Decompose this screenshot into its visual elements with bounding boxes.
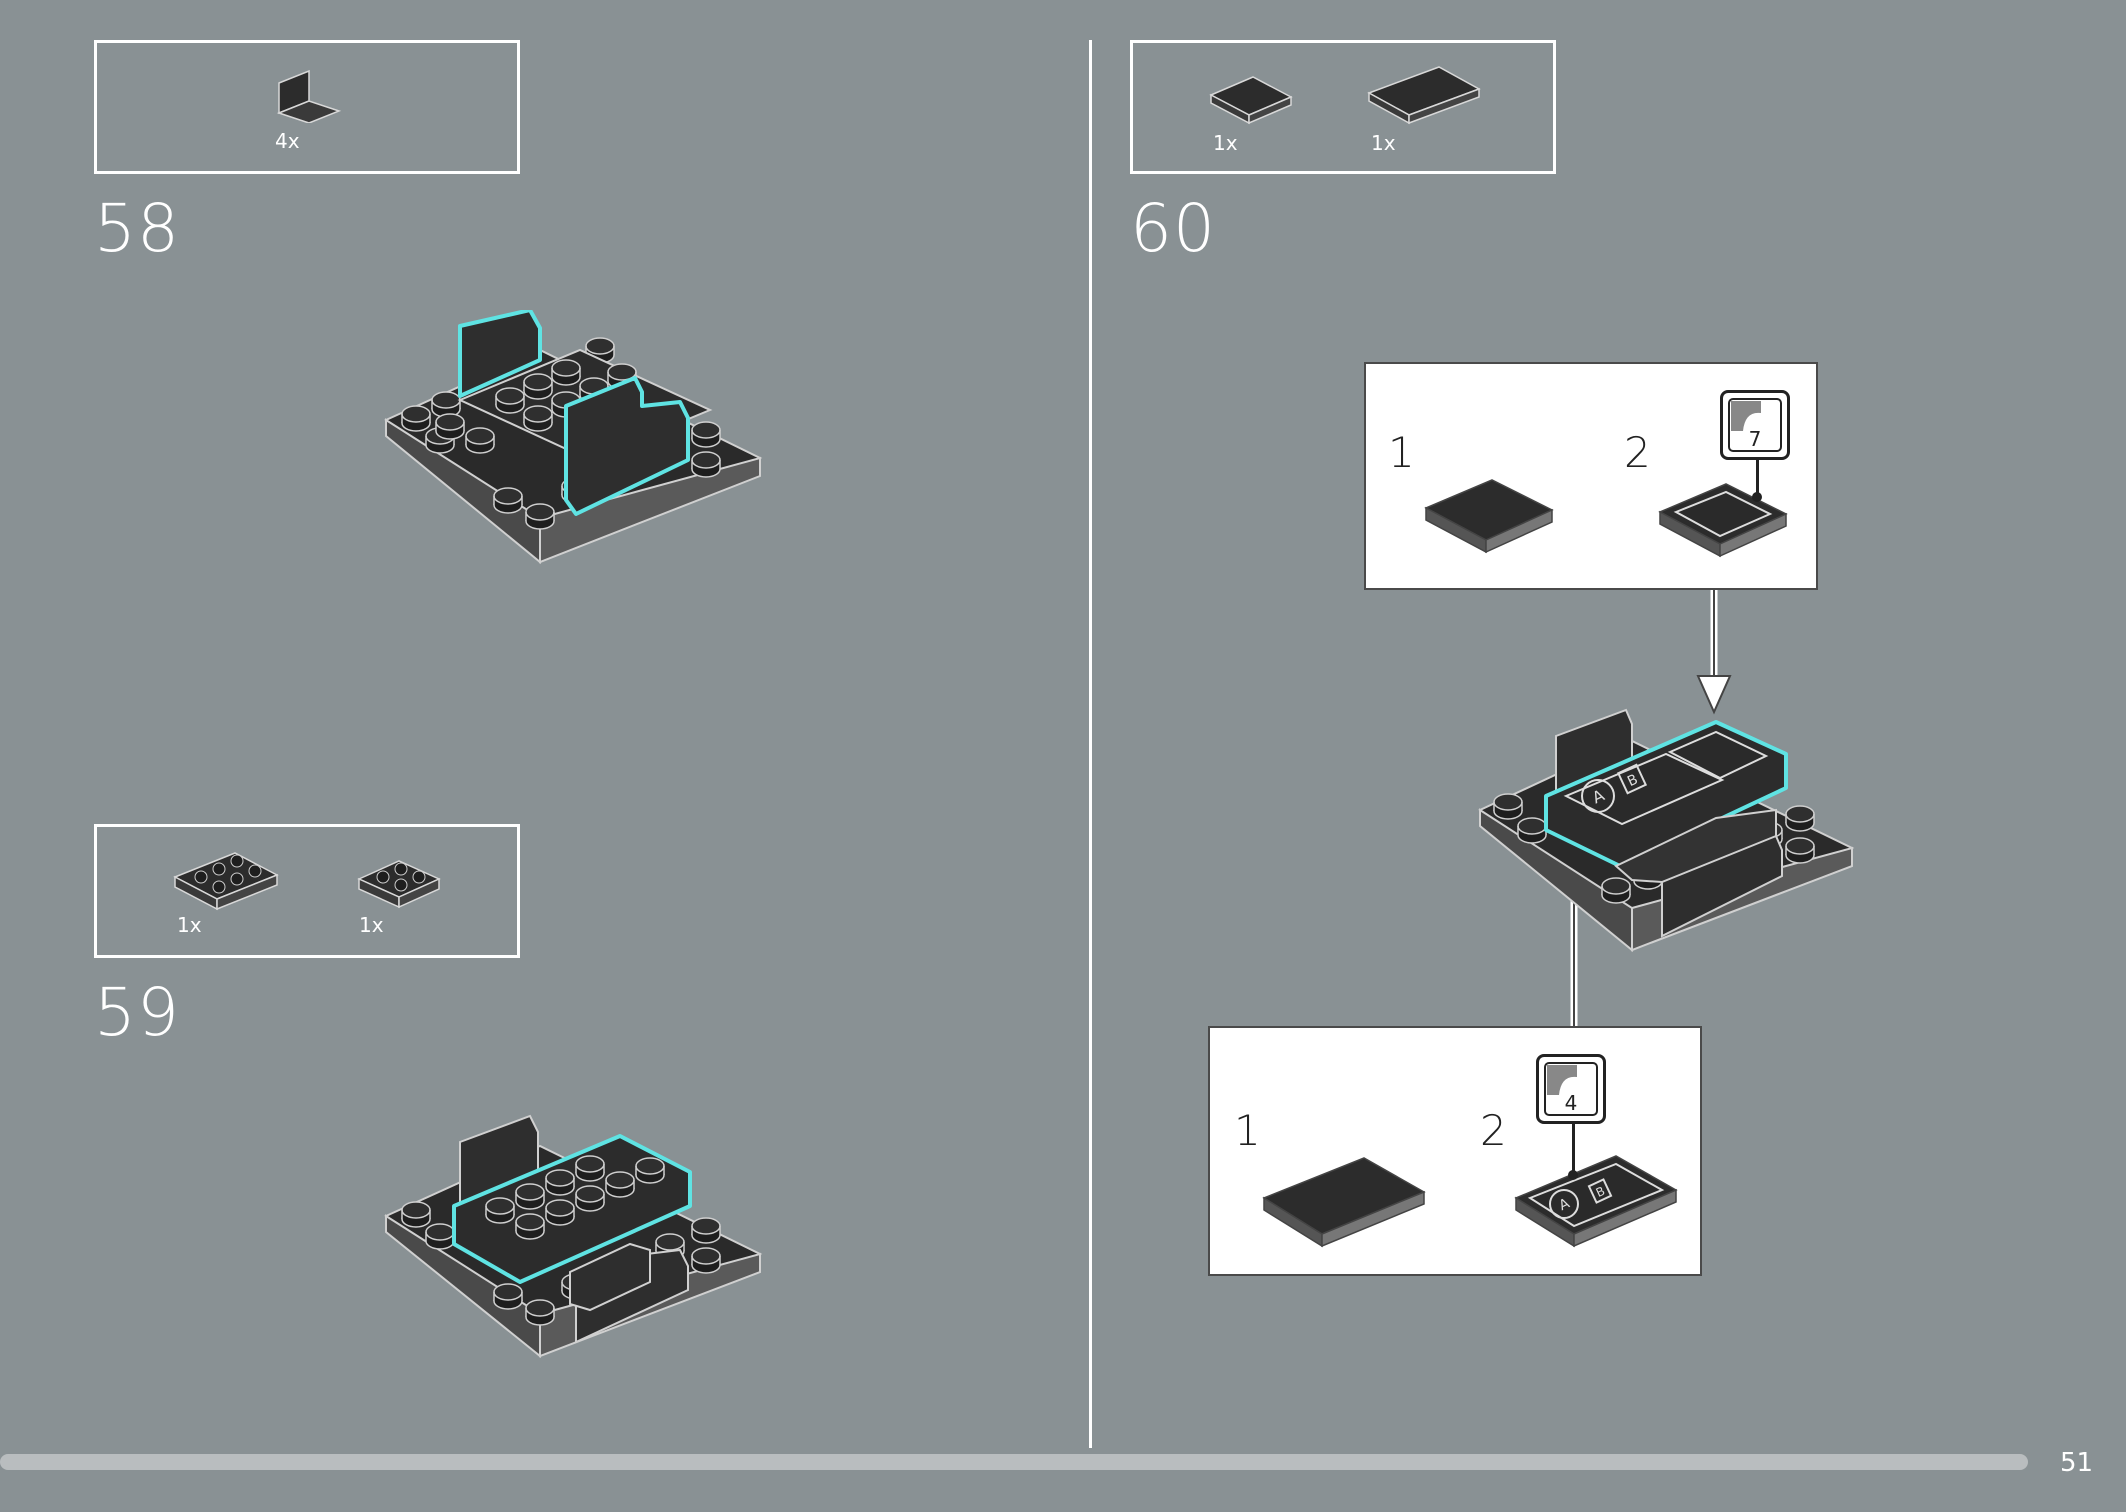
sticker-leader-dot bbox=[1752, 492, 1762, 502]
stickered-tile-illustration: A B bbox=[1514, 1155, 1678, 1248]
tile-2x2-illustration bbox=[1424, 479, 1554, 554]
sub-step-number: 1 bbox=[1388, 428, 1415, 477]
step-58-model-illustration bbox=[384, 310, 763, 565]
part-quantity: 4x bbox=[275, 129, 300, 153]
step-60-parts-box: 1x 1x bbox=[1130, 40, 1556, 174]
sticker-number: 4 bbox=[1564, 1091, 1578, 1115]
step-59-model-illustration bbox=[384, 1114, 763, 1359]
sticker-reference-icon: 4 bbox=[1536, 1054, 1606, 1124]
sticker-reference-icon: 7 bbox=[1720, 390, 1790, 460]
stickered-tile-illustration bbox=[1658, 483, 1788, 558]
step-59-parts-box: 1x 1x bbox=[94, 824, 520, 958]
plate-2x2-part-icon bbox=[357, 860, 441, 909]
sticker-leader-line bbox=[1756, 460, 1759, 496]
sub-assembly-callout-bottom: 1 2 A B 4 bbox=[1208, 1026, 1702, 1276]
page-divider bbox=[1089, 40, 1092, 1448]
progress-bar bbox=[0, 1454, 2028, 1470]
tile-2x3-illustration bbox=[1262, 1157, 1426, 1248]
arrow-down-icon bbox=[1696, 590, 1732, 715]
sub-step-number: 2 bbox=[1480, 1106, 1507, 1155]
bracket-part-icon bbox=[276, 69, 342, 123]
step-number-59: 59 bbox=[94, 974, 180, 1051]
sub-step-number: 2 bbox=[1624, 428, 1651, 477]
sticker-number: 7 bbox=[1748, 427, 1762, 451]
page-number: 51 bbox=[2060, 1448, 2094, 1478]
plate-2x3-part-icon bbox=[173, 852, 279, 911]
tile-2x3-part-icon bbox=[1367, 66, 1481, 125]
tile-2x2-part-icon bbox=[1209, 76, 1293, 125]
step-number-58: 58 bbox=[94, 190, 180, 267]
part-quantity: 1x bbox=[177, 913, 202, 937]
part-quantity: 1x bbox=[359, 913, 384, 937]
step-58-parts-box: 4x bbox=[94, 40, 520, 174]
sub-step-number: 1 bbox=[1234, 1106, 1261, 1155]
part-quantity: 1x bbox=[1371, 131, 1396, 155]
step-60-model-illustration: A B bbox=[1478, 708, 1855, 953]
part-quantity: 1x bbox=[1213, 131, 1238, 155]
step-number-60: 60 bbox=[1130, 190, 1216, 267]
sub-assembly-callout-top: 1 2 7 bbox=[1364, 362, 1818, 590]
sticker-leader-dot bbox=[1568, 1170, 1578, 1180]
sticker-leader-line bbox=[1572, 1124, 1575, 1174]
